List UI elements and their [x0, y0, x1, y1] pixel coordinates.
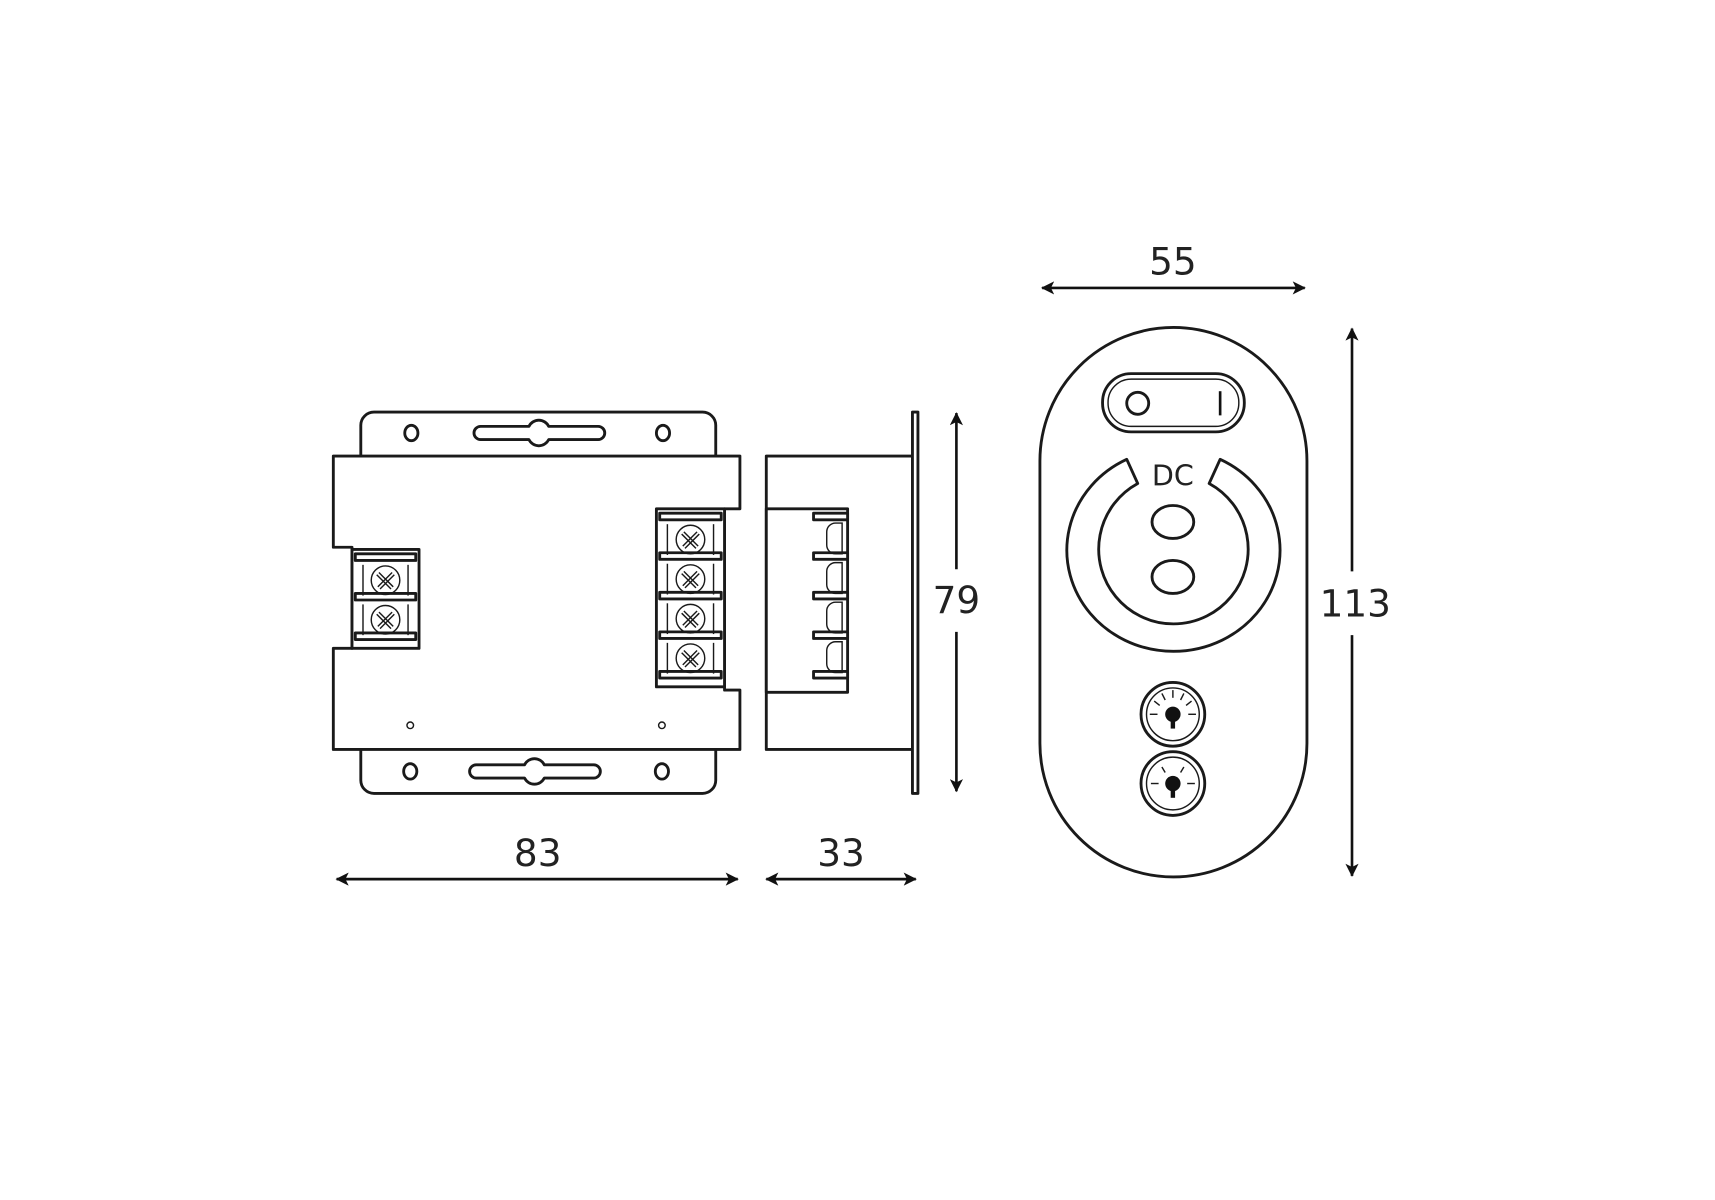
screw-icon — [675, 564, 706, 595]
screw-icon — [370, 604, 401, 635]
dc-label: DC — [1152, 459, 1194, 493]
dimension-remote-height-113: 113 — [1320, 327, 1391, 877]
dimension-label: 55 — [1149, 240, 1197, 284]
power-switch: O I — [1101, 372, 1246, 434]
terminal-screw-side — [826, 641, 843, 674]
controller-front-view — [331, 410, 742, 795]
terminal-divider — [658, 551, 723, 561]
screw-icon — [370, 565, 401, 596]
remote-control: O I DC — [1038, 326, 1309, 879]
terminal-divider — [353, 591, 418, 602]
terminal-divider — [353, 631, 418, 641]
terminal-divider — [658, 630, 723, 640]
bulb-icon — [1165, 775, 1181, 792]
terminal-tab — [812, 511, 850, 522]
side-terminal-block — [764, 507, 850, 694]
mounting-slot-bottom — [468, 757, 602, 786]
side-terminal-tabs — [812, 511, 850, 680]
dimension-remote-width-55: 55 — [1041, 240, 1306, 295]
button-lower — [1150, 559, 1196, 595]
led-indicator — [406, 721, 415, 730]
screw-icon — [675, 643, 706, 674]
screw-icon — [675, 603, 706, 634]
terminal-block-input — [350, 548, 421, 650]
terminal-block-output — [654, 507, 726, 689]
controller-side-view — [764, 410, 920, 795]
dimension-label: 33 — [817, 831, 865, 875]
terminal-divider — [658, 511, 723, 522]
led-indicator — [657, 721, 666, 730]
brightness-down-button — [1139, 750, 1207, 817]
switch-off-symbol — [1125, 390, 1151, 416]
dimension-height-79: 79 — [933, 412, 981, 793]
dimension-label: 83 — [514, 831, 562, 875]
terminal-screw-side — [826, 561, 843, 595]
terminal-divider — [658, 590, 723, 601]
terminal-screw-side — [826, 522, 843, 555]
terminal-divider — [353, 552, 418, 562]
bulb-icon — [1165, 706, 1181, 722]
button-upper — [1150, 504, 1196, 540]
terminal-screw-side — [826, 601, 843, 634]
controller-body — [331, 454, 742, 751]
dimension-width-83: 83 — [335, 831, 739, 886]
dimension-label: 79 — [933, 578, 981, 622]
screw-icon — [675, 524, 706, 555]
mounting-holes — [402, 423, 672, 781]
remote-body — [1038, 326, 1309, 879]
terminal-divider — [658, 670, 723, 680]
mounting-slot-top — [472, 418, 607, 448]
dimension-label: 113 — [1320, 581, 1391, 625]
touch-ring — [1065, 457, 1282, 653]
side-flange — [911, 410, 920, 795]
brightness-up-button — [1139, 680, 1207, 748]
dimension-depth-33: 33 — [765, 831, 917, 886]
